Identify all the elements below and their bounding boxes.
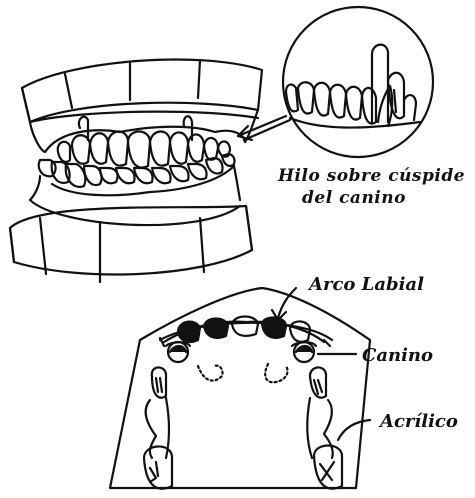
upper-teeth (58, 116, 230, 167)
canine-detail-circle (283, 7, 433, 157)
lower-model-base (10, 200, 252, 282)
anterior-teeth (178, 317, 310, 342)
palatal-appliance (110, 288, 370, 489)
label-labial-arch: Arco Labial (309, 276, 424, 294)
label-canine: Canino (362, 347, 433, 365)
detail-arrow (238, 116, 290, 140)
label-acrylic: Acrílico (380, 413, 458, 431)
label-thread-over-cusp: Hilo sobre cúspide (278, 168, 465, 185)
canine-right (292, 342, 316, 362)
label-of-canine: del canino (302, 190, 406, 207)
canine-left (166, 342, 190, 362)
articulated-dental-model (10, 60, 262, 282)
upper-model-base (22, 60, 262, 152)
